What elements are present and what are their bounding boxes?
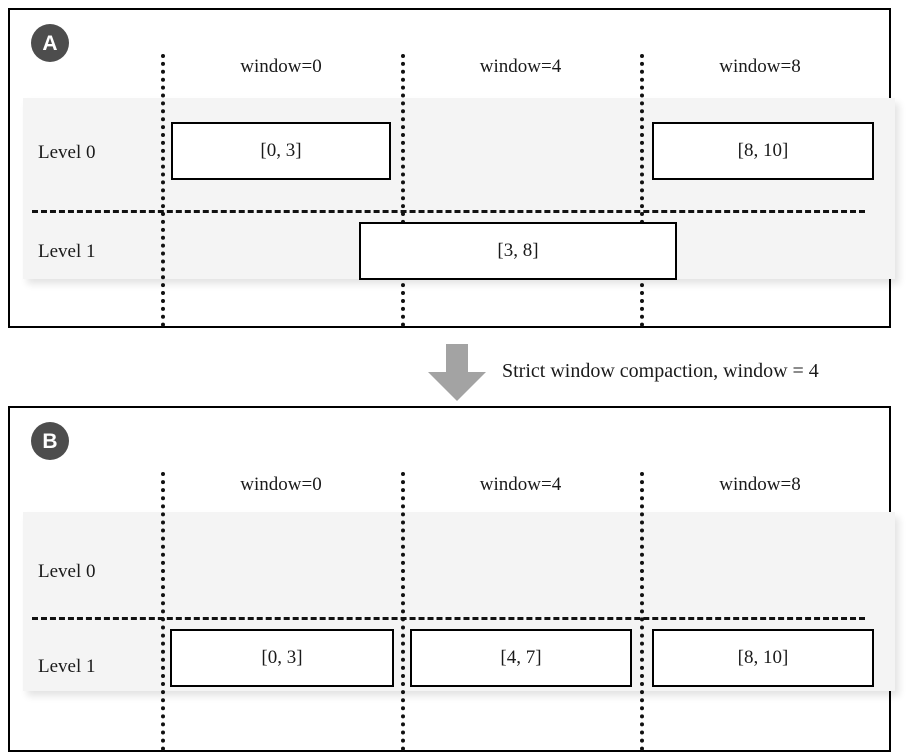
down-arrow-icon: [428, 344, 486, 401]
panel-b-window-line-0: [161, 472, 165, 751]
panel-a-level-label-1: Level 1: [38, 241, 96, 262]
panel-b-window-line-2: [640, 472, 644, 751]
panel-a-level-label-0: Level 0: [38, 142, 96, 163]
panel-b: B window=0 window=4 window=8 Level 0 Lev…: [8, 406, 895, 752]
panel-a-window-line-2: [640, 54, 644, 327]
panel-a-window-line-0: [161, 54, 165, 327]
panel-b-level-label-0: Level 0: [38, 561, 96, 582]
panel-a-badge: A: [31, 24, 69, 62]
panel-a-level-divider: [32, 210, 865, 213]
panel-b-level-label-1: Level 1: [38, 656, 96, 677]
panel-b-badge: B: [31, 422, 69, 460]
panel-b-interval-box-4-7: [4, 7]: [410, 629, 632, 687]
panel-a-window-line-1: [401, 54, 405, 327]
panel-b-window-label-1: window=4: [479, 474, 562, 495]
panel-b-window-label-2: window=8: [719, 474, 801, 495]
panel-a-window-label-1: window=4: [479, 56, 562, 77]
panel-a: A window=0 window=4 window=8 Level 0 Lev…: [8, 8, 895, 328]
transition-caption: Strict window compaction, window = 4: [502, 360, 819, 382]
panel-b-interval-box-0-3: [0, 3]: [170, 629, 394, 687]
panel-a-window-label-0: window=0: [240, 56, 322, 77]
panel-b-interval-box-8-10: [8, 10]: [652, 629, 874, 687]
panel-a-window-label-2: window=8: [719, 56, 801, 77]
panel-b-window-line-1: [401, 472, 405, 751]
panel-b-level-divider: [32, 617, 865, 620]
panel-a-interval-box-8-10: [8, 10]: [652, 122, 874, 180]
panel-b-window-label-0: window=0: [240, 474, 322, 495]
panel-a-interval-box-0-3: [0, 3]: [171, 122, 391, 180]
panel-a-interval-box-3-8: [3, 8]: [359, 222, 677, 280]
